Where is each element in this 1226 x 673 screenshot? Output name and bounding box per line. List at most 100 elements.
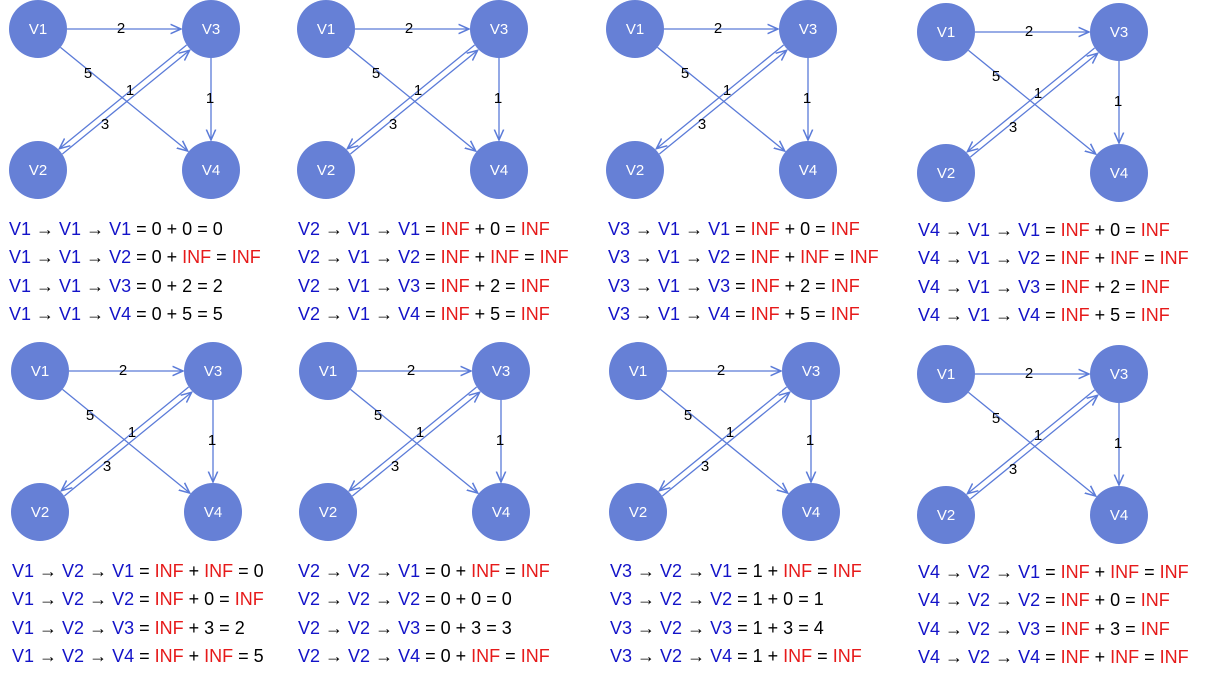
weight-v2-v3: 1 [1034,427,1042,444]
weight-v2-v3: 1 [726,424,734,441]
inf-value: INF [1110,248,1140,269]
weight-v1-v4: 5 [374,407,382,424]
vertex-name: V1 [1018,220,1041,240]
operator: = [1040,220,1061,240]
operator: = [793,589,814,610]
equation-line: V4 → V1 → V2 = INF + INF = INF [918,244,1189,272]
node-label-v2: V2 [317,162,335,179]
operator: = [1120,220,1141,240]
node-v2 [9,141,67,199]
equation-line: V2 → V2 → V4 = 0 + INF = INF [298,642,550,670]
equation-line: V4 → V1 → V1 = INF + 0 = INF [918,216,1189,244]
node-label-v3: V3 [202,21,220,38]
edge-v3-v2 [349,386,478,491]
operator: = [829,247,850,268]
node-label-v4: V4 [802,504,820,521]
operator: + [183,589,205,610]
node-label-v1: V1 [937,366,955,383]
operator: → [990,220,1019,240]
vertex-name: V3 [1018,618,1041,639]
operator: = [730,247,751,268]
operator: + [779,304,801,325]
node-label-v1: V1 [317,21,335,38]
inf-value: INF [830,219,860,239]
operator: → [630,275,659,296]
operator: + [469,219,491,239]
vertex-name: V3 [608,275,631,296]
inf-value: INF [800,247,830,268]
node-v4 [779,141,837,199]
operator: + [469,304,491,325]
node-v3 [470,0,528,58]
inf-value: INF [830,304,860,325]
weight-v3-v2: 3 [391,458,399,475]
weight-v1-v4: 5 [684,407,692,424]
equation-line: V1 → V1 → V3 = 0 + 2 = 2 [9,272,261,300]
equation-line: V2 → V2 → V3 = 0 + 3 = 3 [298,614,550,642]
operator: → [630,247,659,268]
operator: → [940,305,969,326]
edge-v3-v2 [967,47,1096,152]
vertex-name: V3 [398,617,421,638]
equation-line: V3 → V1 → V3 = INF + 2 = INF [608,272,879,300]
equation-line: V2 → V2 → V2 = 0 + 0 = 0 [298,585,550,613]
node-label-v1: V1 [629,363,647,380]
operator: → [940,618,969,639]
vertex-name: V4 [708,304,731,325]
operator: + [469,247,491,268]
equation-line: V4 → V2 → V4 = INF + INF = INF [918,643,1189,671]
inf-value: INF [832,646,862,667]
operator: → [940,220,969,240]
operator: → [940,562,969,582]
vertex-name: V4 [918,647,941,668]
operator: = [1040,276,1061,297]
weight-v3-v2: 3 [698,116,706,133]
node-v3 [472,342,530,400]
weight-v1-v3: 2 [714,20,722,37]
operator: + [1089,562,1111,582]
vertex-name: V2 [62,617,85,638]
operator: = [500,561,521,581]
weight-v3-v2: 3 [101,116,109,133]
operator: = [732,561,753,581]
operator: → [370,561,399,581]
vertex-name: V2 [660,589,683,610]
vertex-name: V4 [918,562,941,582]
vertex-name: V4 [398,304,421,325]
node-label-v3: V3 [1110,366,1128,383]
edge-v1-v4 [968,391,1095,496]
numeric-value: 2 [212,275,223,296]
node-label-v2: V2 [626,162,644,179]
operator: = [420,589,441,610]
operator: → [34,617,63,638]
inf-value: INF [154,646,184,667]
edge-v2-v3 [969,395,1097,500]
vertex-name: V2 [660,561,683,581]
operator: = [730,275,751,296]
vertex-name: V1 [398,219,421,239]
vertex-name: V2 [968,647,991,668]
node-v1 [917,3,975,61]
inf-value: INF [1159,248,1189,269]
operator: = [214,617,235,638]
node-label-v2: V2 [319,504,337,521]
weight-v1-v3: 2 [717,362,725,379]
numeric-value: 3 [501,617,512,638]
vertex-name: V1 [59,219,82,239]
operator: + [161,275,183,296]
operator: = [812,646,833,667]
operator: = [131,219,152,239]
operator: = [793,617,814,638]
inf-value: INF [231,247,261,268]
vertex-name: V2 [298,561,321,581]
node-label-v4: V4 [204,504,222,521]
inf-value: INF [1159,562,1189,582]
node-label-v4: V4 [492,504,510,521]
operator: + [762,646,784,667]
operator: + [161,247,183,268]
